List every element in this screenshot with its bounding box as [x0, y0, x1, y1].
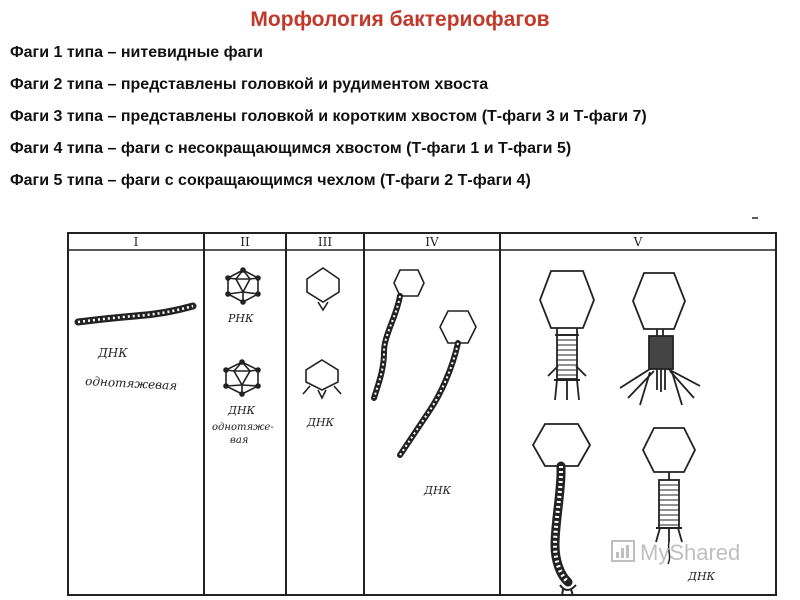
phage-type-4: Фаги 4 типа – фаги с несокращающимся хво…	[10, 140, 572, 157]
single-strand-label-col2b: вая	[230, 435, 248, 446]
phage-type-1: Фаги 1 типа – нитевидные фаги	[10, 44, 263, 61]
contractile-phage-injecting	[531, 423, 592, 597]
watermark-text: MyShared	[640, 540, 740, 565]
dna-label-col3: ДНК	[306, 416, 335, 429]
myshared-watermark: MyShared	[611, 540, 740, 565]
short-tail-phage-1	[306, 267, 340, 312]
dna-label-col5: ДНК	[687, 570, 716, 583]
phage-type-3: Фаги 3 типа – представлены головкой и ко…	[10, 108, 647, 125]
noncontractile-tail-phage-1	[371, 269, 425, 401]
phage-type-2: Фаги 2 типа – представлены головкой и ру…	[10, 76, 489, 93]
column-header-2: II	[240, 235, 250, 249]
dna-label-col4: ДНК	[423, 484, 452, 497]
table-frame	[67, 217, 777, 596]
column-header-4: IV	[425, 235, 439, 249]
rna-label-col2: РНК	[227, 312, 254, 325]
page-title: Морфология бактериофагов	[250, 8, 550, 31]
column-header-5: V	[633, 235, 643, 249]
contractile-phage-fibers	[641, 427, 697, 565]
short-tail-phage-2	[302, 359, 342, 400]
dna-label-col2: ДНК	[227, 404, 256, 417]
icosahedral-phage-dna	[223, 359, 261, 397]
phage-type-list: Фаги 1 типа – нитевидные фаги Фаги 2 тип…	[10, 43, 795, 203]
contractile-phage-contracted	[619, 272, 701, 406]
single-strand-label-col1: однотяжевая	[85, 374, 178, 393]
column-header-1: I	[134, 235, 139, 249]
noncontractile-tail-phage-2	[397, 310, 477, 458]
icosahedral-phage-rna	[225, 267, 261, 305]
column-header-3: III	[318, 235, 332, 249]
phage-type-5: Фаги 5 типа – фаги с сокращающимся чехло…	[10, 172, 531, 189]
single-strand-label-col2a: однотяже-	[212, 422, 274, 433]
contractile-phage-extended	[539, 270, 595, 401]
filamentous-phage	[74, 302, 197, 326]
dna-label-col1: ДНК	[97, 346, 128, 360]
